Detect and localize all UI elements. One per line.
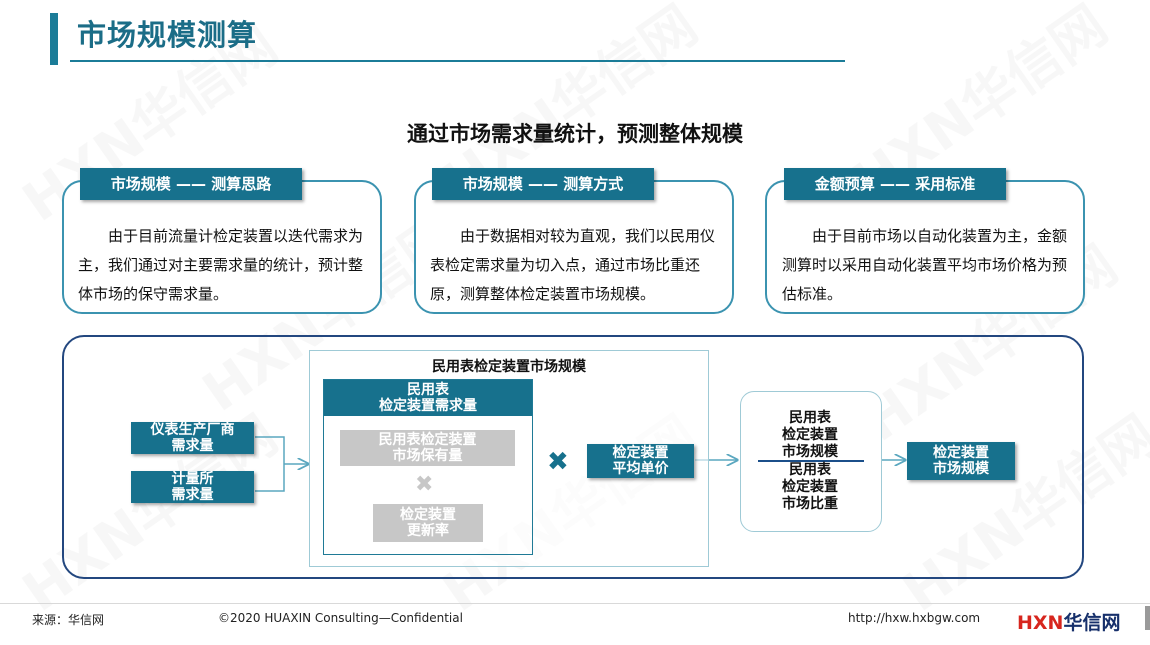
page-title: 市场规模测算 [77, 18, 258, 52]
device-update-rate: 检定装置 更新率 [373, 504, 483, 542]
card-approach-text: 由于目前流量计检定装置以迭代需求为主，我们通过对主要需求量的统计，预计整体市场的… [78, 227, 364, 303]
footer-source: 来源：华信网 [32, 613, 105, 627]
card-standard-text: 由于目前市场以自动化装置为主，金额测算时以采用自动化装置平均市场价格为预估标准。 [782, 227, 1068, 303]
civil-meter-stock: 民用表检定装置 市场保有量 [340, 430, 515, 466]
footer-url[interactable]: http://hxw.hxbgw.com [848, 611, 981, 625]
card-method-tab: 市场规模 —— 测算方式 [432, 168, 654, 200]
card-method-text: 由于数据相对较为直观，我们以民用仪表检定需求量为切入点，通过市场比重还原，测算整… [430, 227, 716, 303]
title-underline [70, 60, 845, 62]
total-market-size: 检定装置 市场规模 [907, 442, 1015, 480]
card-approach-tab: 市场规模 —— 测算思路 [80, 168, 302, 200]
input-metrology-demand: 计量所 需求量 [131, 471, 254, 503]
ratio-denominator: 民用表 检定装置 市场比重 [782, 462, 838, 512]
civil-meter-market-title: 民用表检定装置市场规模 [432, 359, 586, 375]
logo-accent-bar [1145, 606, 1150, 630]
flow-diagram-frame [62, 335, 1084, 579]
title-accent-bar [50, 13, 58, 65]
input-manufacturer-demand: 仪表生产厂商 需求量 [131, 422, 254, 454]
footer-divider [0, 603, 1150, 604]
multiply-icon: ✖ [547, 447, 569, 477]
footer-copyright: ©2020 HUAXIN Consulting—Confidential [218, 611, 463, 625]
device-average-price: 检定装置 平均单价 [587, 444, 694, 478]
civil-meter-demand-header: 民用表 检定装置需求量 [324, 380, 532, 416]
card-method [414, 180, 734, 314]
logo-suffix: 华信网 [1063, 612, 1121, 634]
brand-logo: HXN华信网 [1017, 608, 1120, 635]
logo-prefix: HXN [1017, 612, 1064, 634]
fraction-line [758, 460, 864, 462]
slide-subtitle: 通过市场需求量统计，预测整体规模 [407, 122, 743, 146]
civil-meter-demand-box [323, 379, 533, 555]
ratio-numerator: 民用表 检定装置 市场规模 [782, 410, 838, 460]
multiply-icon: ✖ [415, 472, 434, 497]
card-standard-tab: 金额预算 —— 采用标准 [784, 168, 1006, 200]
